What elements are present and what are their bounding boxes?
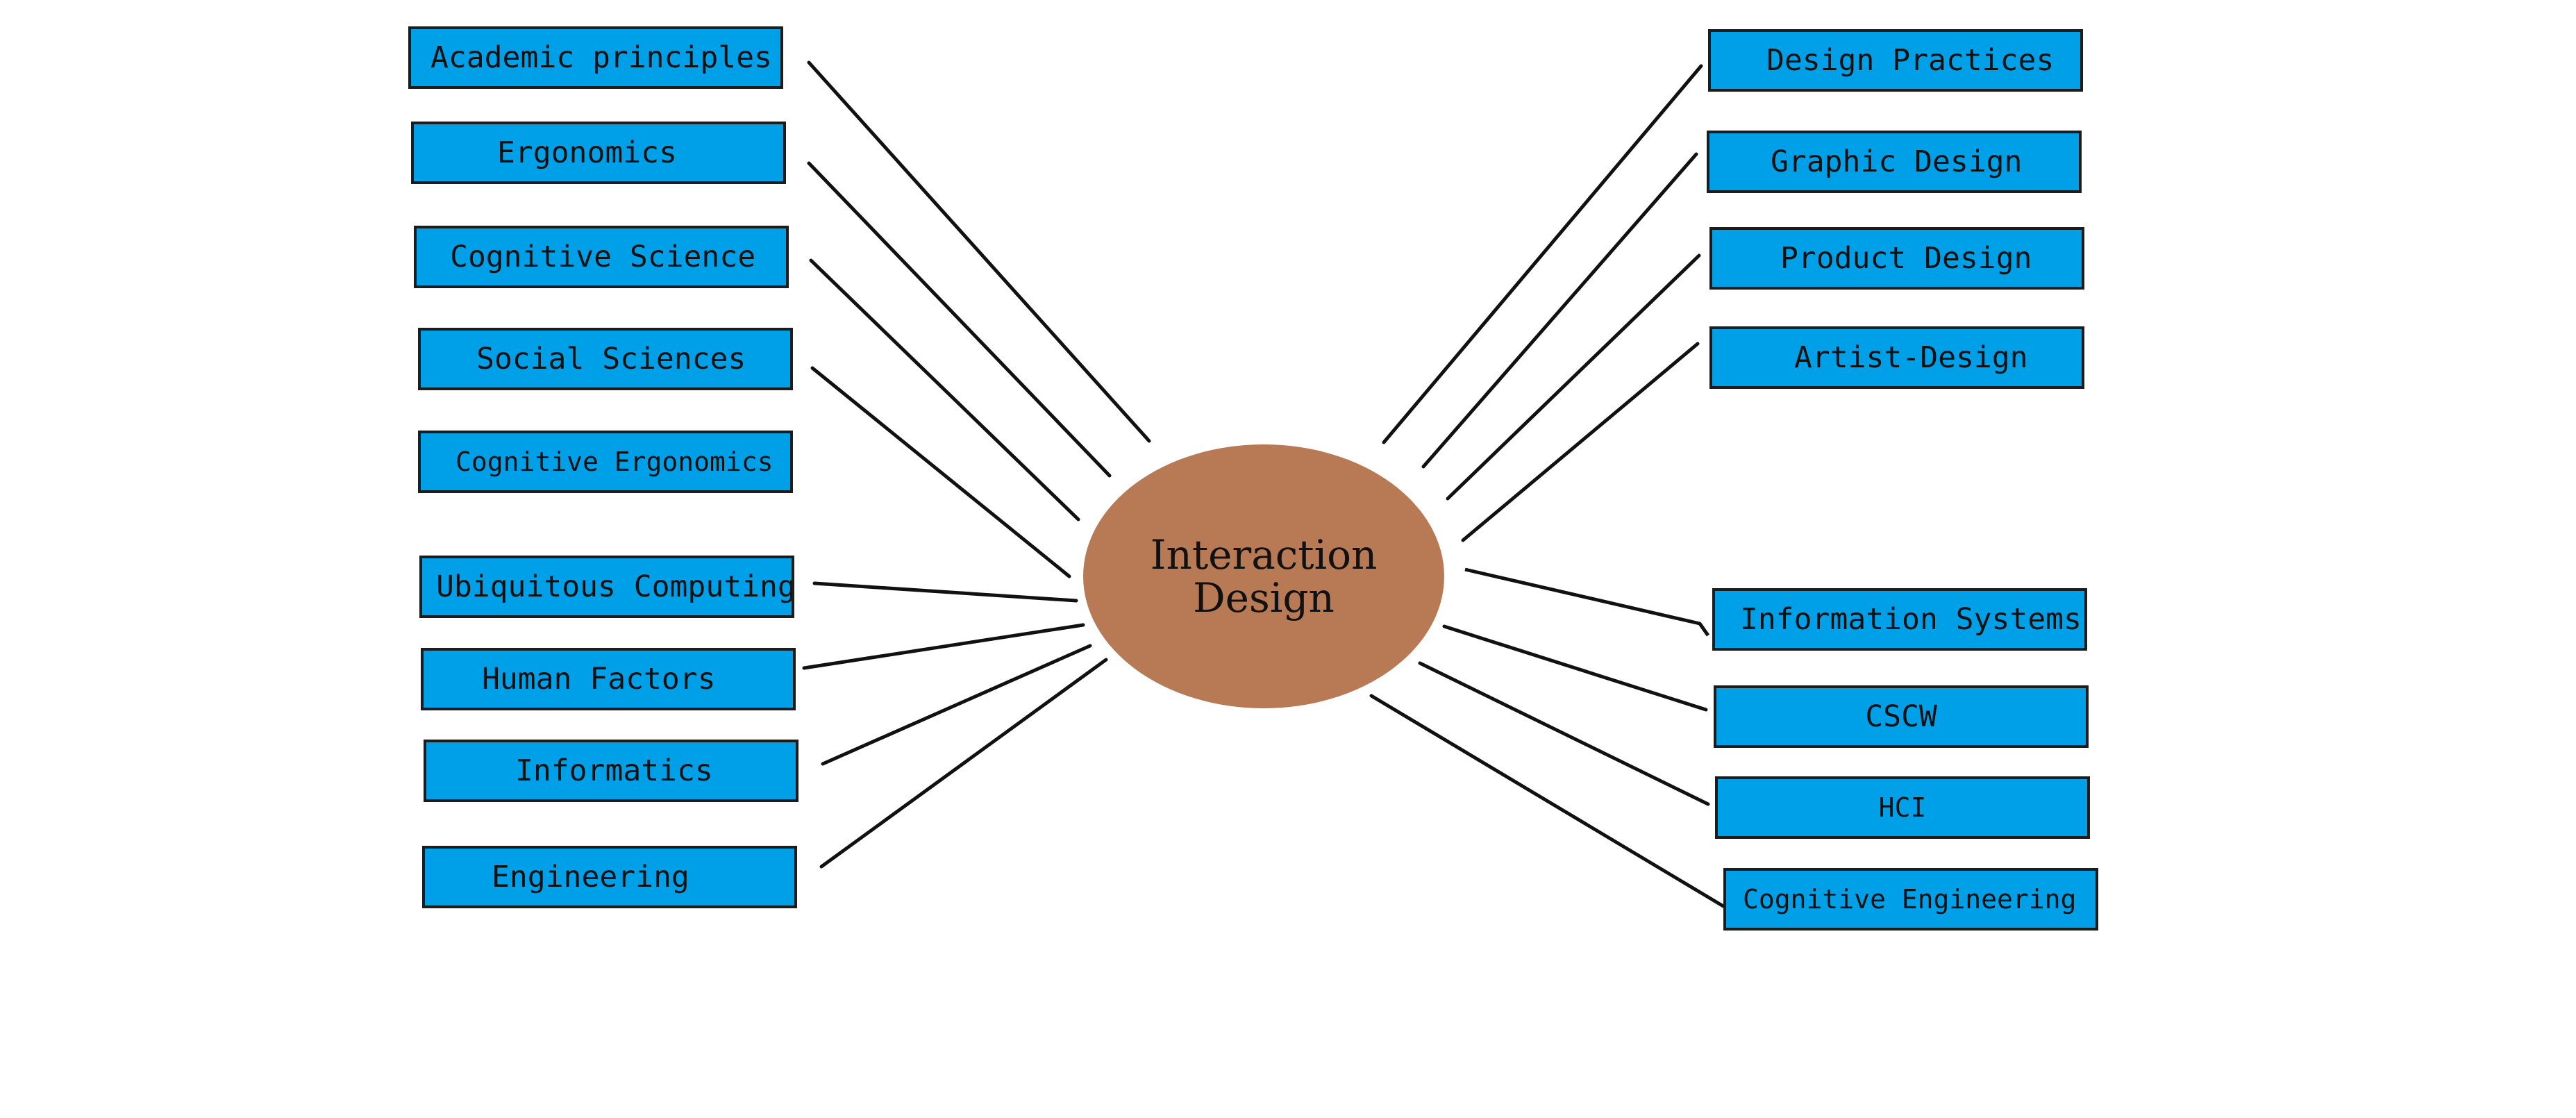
connector-cscw [1442,624,1708,712]
connector-graphic-design [1421,152,1698,469]
node-academic-principles: Academic principles [408,26,783,89]
node-ergonomics: Ergonomics [411,122,786,184]
connector-academic-principles [807,60,1151,443]
connector-social-sciences [810,366,1071,578]
node-hci: HCI [1715,776,2090,839]
node-cognitive-ergonomics: Cognitive Ergonomics [418,431,793,493]
node-product-design: Product Design [1709,227,2084,290]
connector-engineering [819,658,1108,869]
node-social-sciences: Social Sciences [418,328,793,390]
node-information-systems: Information Systems [1712,588,2087,651]
connector-information-systems [1464,567,1710,637]
connector-ubiquitous-computing [812,581,1078,603]
node-artist-design: Artist-Design [1709,326,2084,389]
node-human-factors: Human Factors [421,648,796,710]
node-cognitive-science: Cognitive Science [414,226,789,288]
connector-informatics [821,644,1092,766]
connector-human-factors [802,623,1085,670]
connector-cognitive-science [809,258,1080,522]
center-label-line-2: Design [1193,574,1335,621]
connector-design-practices [1382,64,1703,444]
connector-product-design [1446,253,1701,501]
node-informatics: Informatics [424,740,798,802]
center-label-line-1: Interaction [1150,531,1378,578]
connector-ergonomics [807,161,1112,478]
connector-hci [1418,661,1710,806]
node-graphic-design: Graphic Design [1707,131,2082,193]
node-cscw: CSCW [1714,685,2089,748]
connector-cognitive-engineering [1369,694,1725,908]
node-design-practices: Design Practices [1708,29,2083,92]
center-node-interaction-design: Interaction Design [1083,444,1444,708]
node-engineering: Engineering [422,846,797,908]
connector-artist-design [1461,342,1700,542]
node-cognitive-engineering: Cognitive Engineering [1723,868,2098,931]
node-ubiquitous-computing: Ubiquitous Computing [419,556,794,618]
